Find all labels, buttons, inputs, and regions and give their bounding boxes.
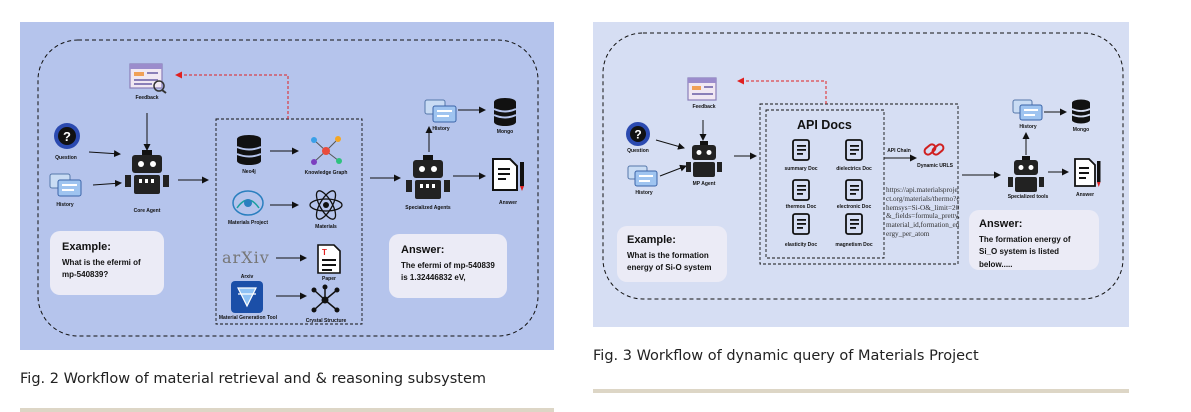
history-chat-icon-right-3 [1012, 99, 1043, 121]
mongo-label: Mongo [496, 129, 514, 135]
database-icon [236, 135, 262, 165]
summary-doc-icon [792, 139, 810, 161]
dynamic-urls-link-icon [923, 143, 945, 156]
outer-dashed-frame-3 [602, 32, 1124, 300]
answer-label: Answer [498, 200, 518, 206]
material-generation-tool-icon [231, 281, 263, 313]
materials-project-icon [232, 190, 264, 216]
specialized-agents-robot-icon [406, 155, 450, 199]
example-title: Example: [62, 241, 111, 253]
history-label: History [56, 202, 74, 208]
electronic-doc-label: electronic Doc [836, 204, 872, 210]
knowledge-graph-icon [311, 136, 342, 165]
materials-label: Materials [315, 224, 337, 230]
material-generation-tool-label: Material Generation Tool [218, 315, 278, 321]
answer-document-icon-3 [1074, 158, 1101, 187]
svg-text:?: ? [634, 128, 641, 142]
core-agent-label: Core Agent [133, 208, 161, 214]
example-card-3: Example: What is the formation energy of… [617, 226, 727, 282]
question-icon: ? [54, 123, 80, 149]
dynamic-url-text: https://api.materialsproject.org/materia… [886, 186, 960, 238]
thermos-doc-icon [792, 179, 810, 201]
question-label-3: Question [627, 148, 649, 154]
dynamic-urls-label: Dynamic URLS [917, 163, 953, 169]
svg-text:?: ? [63, 129, 71, 144]
question-icon-3: ? [626, 122, 650, 146]
mp-agent-label: MP Agent [692, 181, 716, 187]
svg-text:T: T [322, 248, 327, 257]
answer-document-icon [492, 158, 524, 191]
api-docs-title: API Docs [797, 118, 852, 132]
example-body-3: What is the formation energy of Si-O sys… [627, 251, 712, 273]
magnetism-doc-icon [845, 213, 863, 235]
answer-label-3: Answer [1075, 192, 1095, 198]
electronic-doc-icon [845, 179, 863, 201]
figure2-footer-bar [20, 408, 554, 412]
thermos-doc-label: thermos Doc [785, 204, 817, 210]
answer-title-3: Answer: [979, 218, 1023, 230]
feedback-label: Feedback [135, 95, 159, 101]
answer-card-3: Answer: The formation energy of Si_O sys… [969, 210, 1099, 270]
magnetism-doc-label: magnetism Doc [835, 242, 873, 248]
answer-title: Answer: [401, 244, 445, 256]
paper-document-icon: T [317, 244, 341, 274]
feedback-form-icon-3 [687, 77, 717, 101]
history-right-label-3: History [1019, 124, 1037, 130]
example-body: What is the efermi of mp-540839? [62, 258, 141, 280]
core-agent-robot-icon [125, 150, 169, 194]
crystal-structure-icon [311, 284, 340, 313]
mongo-database-icon-3 [1071, 99, 1091, 124]
history-label-3: History [635, 190, 653, 196]
specialized-agents-label: Specialized Agents [405, 205, 451, 211]
arxiv-logo: arXiv [222, 248, 270, 267]
history-chat-icon-3 [627, 165, 658, 187]
outer-dashed-frame [37, 39, 539, 337]
api-docs-inner-box [765, 109, 885, 259]
example-title-3: Example: [627, 234, 676, 246]
feedback-form-icon [129, 63, 167, 94]
answer-card: Answer: The efermi of mp-540839 is 1.324… [389, 234, 507, 298]
materials-atom-icon [309, 190, 343, 220]
specialized-tools-robot-icon [1008, 156, 1044, 192]
elasticity-doc-label: elasticity Doc [784, 242, 818, 248]
mongo-database-icon [493, 98, 517, 126]
elasticity-doc-icon [792, 213, 810, 235]
api-docs-outer-box [759, 103, 959, 265]
example-card: Example: What is the efermi of mp-540839… [50, 231, 164, 295]
history-chat-icon [49, 173, 82, 197]
mp-agent-robot-icon [686, 141, 722, 177]
figure3-footer-bar [593, 389, 1129, 393]
history-chat-icon-right [424, 99, 457, 123]
answer-body-3: The formation energy of Si_O system is l… [979, 235, 1071, 269]
dielectrics-doc-icon [845, 139, 863, 161]
dielectrics-doc-label: dielectrics Doc [836, 166, 872, 172]
summary-doc-label: summary Doc [784, 166, 818, 172]
figure2-caption: Fig. 2 Workflow of material retrieval an… [20, 371, 487, 387]
question-label: Question [55, 155, 77, 161]
feedback-label-3: Feedback [692, 104, 716, 110]
answer-body: The efermi of mp-540839 is 1.32446832 eV… [401, 261, 495, 283]
neo4j-label: Neo4j [242, 169, 256, 175]
knowledge-graph-label: Knowledge Graph [304, 170, 348, 176]
mongo-label-3: Mongo [1072, 127, 1090, 133]
specialized-tools-label: Specialized tools [1007, 194, 1049, 200]
history-right-label: History [432, 126, 450, 132]
arxiv-label: Arxiv [240, 274, 254, 280]
crystal-structure-label: Crystal Structure [305, 318, 347, 324]
materials-project-label: Materials Project [227, 220, 269, 226]
figure3-caption: Fig. 3 Workflow of dynamic query of Mate… [593, 348, 979, 364]
paper-label: Paper [322, 276, 336, 282]
tools-dashed-box [215, 118, 363, 325]
api-chain-label: API Chain [887, 148, 911, 154]
